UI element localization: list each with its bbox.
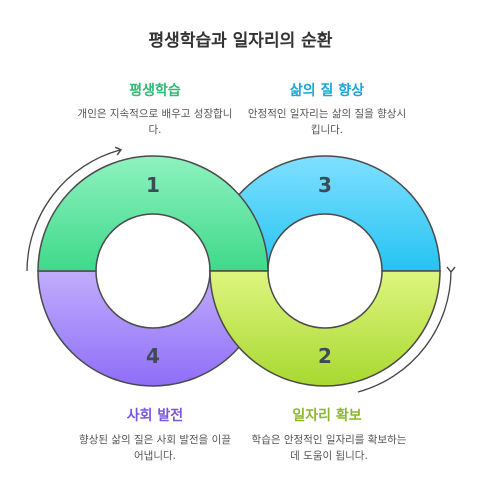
segment-number-4: 4 [146, 344, 160, 368]
segment-number-3: 3 [318, 173, 332, 197]
segment-3 [209, 155, 441, 272]
flow-arrow-right [357, 266, 456, 393]
stage-3-description: 안정적인 일자리는 삶의 질을 향상시킵니다. [247, 108, 407, 136]
stage-4-heading: 사회 발전 [126, 408, 184, 424]
stage-2-description: 학습은 안정적인 일자리를 확보하는 데 도움이 됩니다. [251, 434, 407, 462]
stage-1-description: 개인은 지속적으로 배우고 성장합니다. [77, 108, 233, 136]
stage-2-heading: 일자리 확보 [292, 408, 362, 424]
segment-number-1: 1 [146, 173, 160, 197]
stage-4-description: 향상된 삶의 질은 사회 발전을 이끌어냅니다. [79, 434, 231, 462]
page-title: 평생학습과 일자리의 순환 [148, 31, 333, 51]
stage-3-heading: 삶의 질 향상 [289, 83, 365, 99]
stage-1-heading: 평생학습 [129, 83, 181, 99]
segment-2 [209, 270, 441, 387]
flow-arrow-left [26, 146, 123, 272]
segment-1 [37, 155, 269, 272]
segment-number-2: 2 [318, 344, 332, 368]
